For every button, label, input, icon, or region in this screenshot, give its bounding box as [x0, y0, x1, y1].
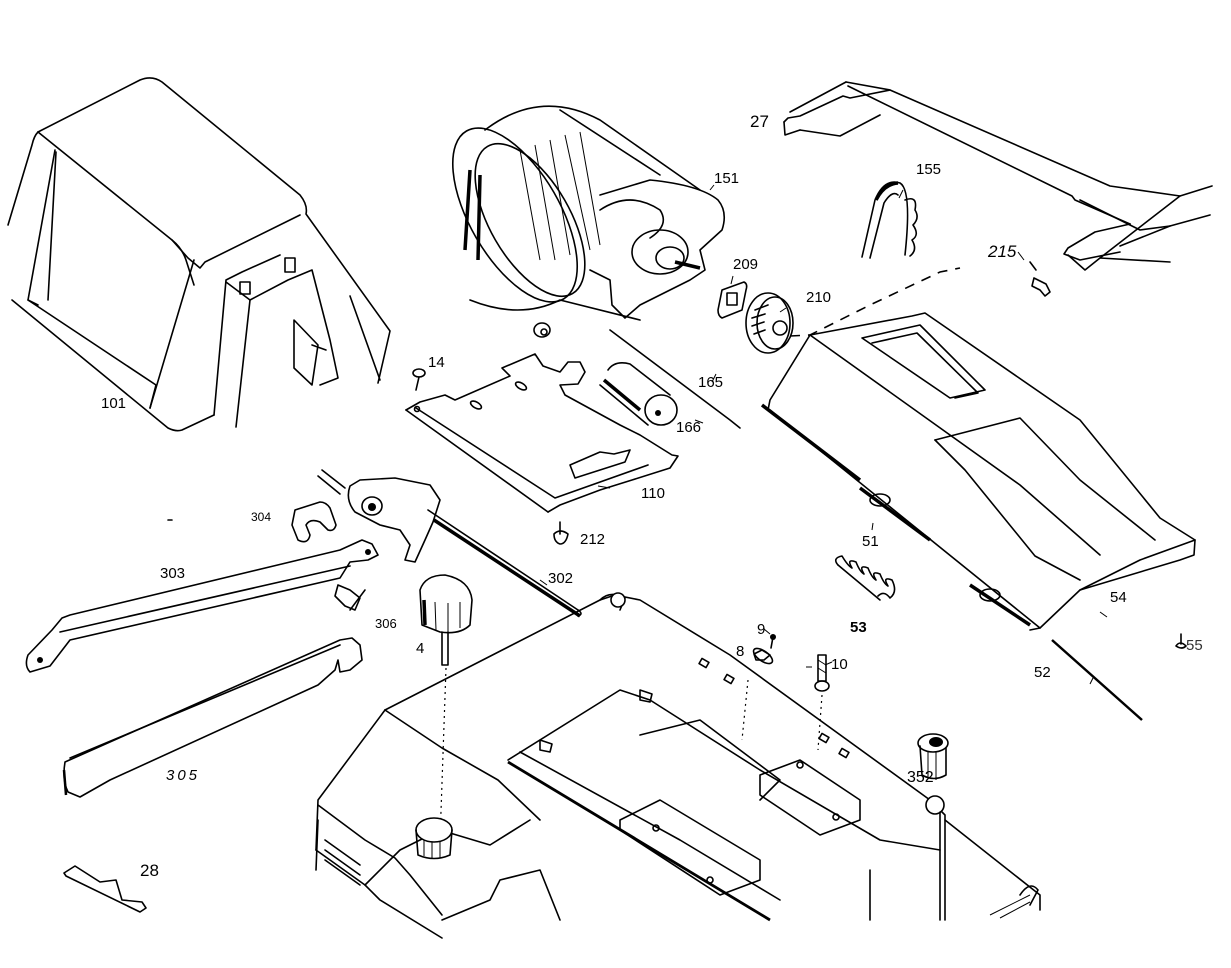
label-303: 303	[160, 565, 186, 582]
part-27-trim	[783, 81, 1213, 271]
label-304: 304	[251, 510, 272, 524]
label-305: 305	[166, 767, 201, 784]
label-51: 51	[862, 533, 879, 550]
label-151: 151	[714, 170, 740, 187]
part-110-plate	[405, 353, 679, 513]
part-53-spring	[834, 555, 896, 601]
part-303-lever	[25, 539, 379, 673]
label-53: 53	[850, 619, 867, 636]
part-352-bushing	[917, 733, 949, 780]
part-8-plate	[752, 647, 774, 665]
label-14: 14	[428, 354, 445, 371]
label-212: 212	[580, 531, 606, 548]
part-302-shaft	[317, 469, 582, 618]
part-212-screw	[553, 521, 569, 545]
part-166-capacitor	[599, 362, 678, 426]
part-215-screw	[1029, 261, 1051, 297]
leader-dotted-4	[439, 667, 447, 841]
label-28: 28	[140, 861, 159, 880]
label-215: 215	[988, 242, 1017, 261]
label-352: 352	[907, 769, 934, 786]
part-151-motor	[451, 105, 726, 321]
label-9: 9	[757, 621, 766, 638]
label-155: 155	[916, 161, 942, 178]
part-52-rod	[1051, 639, 1143, 721]
part-14-screw	[412, 368, 426, 391]
label-165: 165	[698, 374, 724, 391]
label-4: 4	[416, 640, 425, 657]
label-54: 54	[1110, 589, 1127, 606]
part-306-pin	[334, 584, 366, 611]
part-305-link	[62, 637, 363, 798]
label-101: 101	[101, 395, 127, 412]
part-nut	[533, 322, 551, 338]
label-210: 210	[806, 289, 832, 306]
label-110: 110	[641, 485, 665, 502]
label-27: 27	[750, 112, 769, 131]
part-4-knob	[419, 574, 473, 666]
label-209: 209	[733, 256, 759, 273]
part-165-wire	[609, 329, 741, 429]
part-28-bracket	[63, 865, 147, 913]
part-155-belt	[861, 181, 918, 259]
base-knob	[415, 817, 453, 860]
part-209-washer	[717, 281, 748, 319]
base-cabinet	[315, 592, 1041, 939]
part-10-bolt	[814, 654, 830, 692]
part-9-pin	[770, 634, 776, 649]
label-306: 306	[375, 616, 397, 631]
leader-dotted-10	[817, 694, 823, 751]
part-304-clip	[291, 501, 337, 543]
label-166: 166	[676, 419, 702, 436]
label-55: 55	[1186, 637, 1203, 654]
label-302: 302	[548, 570, 574, 587]
leader-dash	[789, 267, 961, 337]
part-54-lid	[760, 312, 1196, 631]
leader-dotted-8	[741, 679, 749, 741]
label-10: 10	[831, 656, 848, 673]
label-52: 52	[1034, 664, 1051, 681]
part-101-cover	[7, 77, 391, 521]
label-8: 8	[736, 643, 745, 660]
part-55-screw	[1175, 633, 1187, 649]
part-210-gear	[745, 292, 794, 354]
